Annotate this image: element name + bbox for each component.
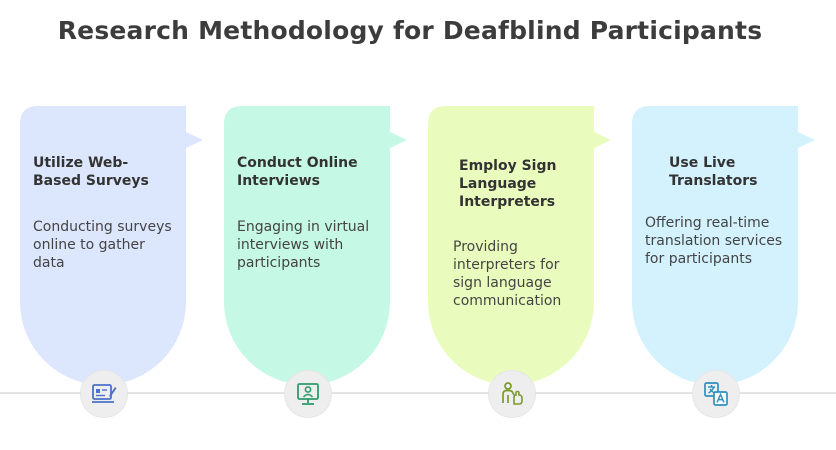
diagram-title: Research Methodology for Deafblind Parti… [57,16,763,45]
step-card-shape [428,106,611,385]
sign-language-icon [488,370,536,418]
online-interview-icon [284,370,332,418]
step-description: Providing interpreters for sign language… [453,239,562,309]
step-card-online-interviews: Conduct Online Interviews Engaging in vi… [224,106,412,386]
step-title: Conduct Online Interviews [237,155,358,189]
step-description: Conducting surveys online to gather data [33,219,172,271]
step-card-shape [20,106,203,385]
step-description: Engaging in virtual interviews with part… [237,219,370,271]
step-card-shape [632,106,815,385]
step-title: Use Live Translators [669,155,758,189]
step-card-web-surveys: Utilize Web-Based Surveys Conducting sur… [20,106,208,386]
step-description: Offering real-time translation services … [645,215,783,267]
step-card-sign-language: Employ Sign Language Interpreters Provid… [428,106,616,386]
step-card-shape [224,106,407,385]
step-title: Employ Sign Language Interpreters [459,158,557,210]
translation-icon [692,370,740,418]
timeline-line [0,392,836,394]
step-card-live-translators: Use Live Translators Offering real-time … [632,106,820,386]
step-title: Utilize Web-Based Surveys [33,155,149,189]
web-survey-icon [80,370,128,418]
